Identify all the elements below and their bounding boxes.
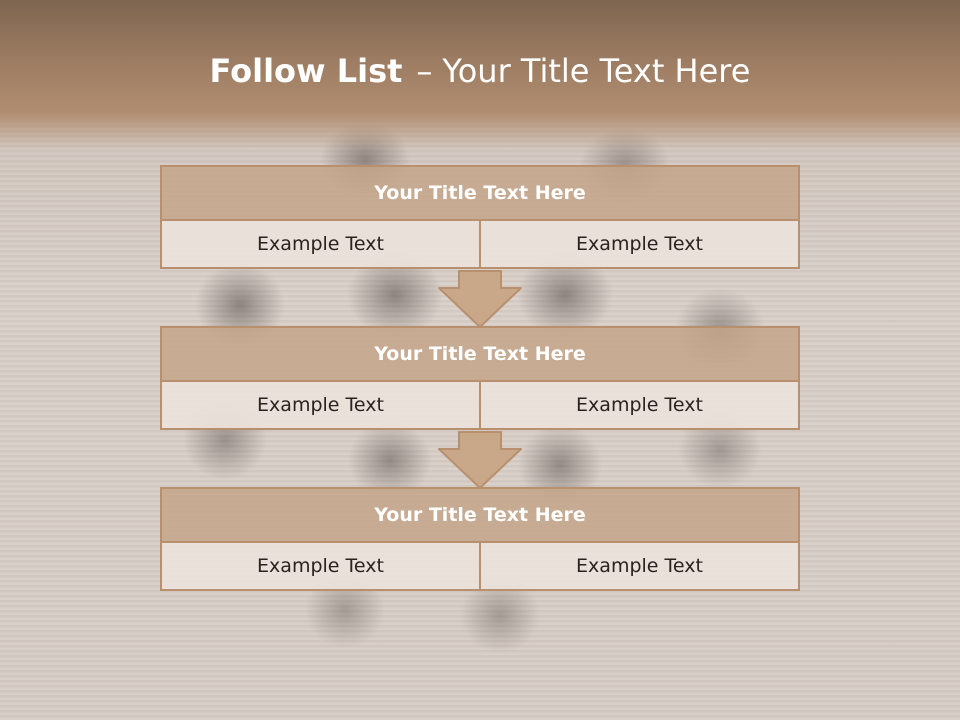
block-title: Your Title Text Here [160,326,800,382]
slide-title-bold: Follow List [209,52,403,90]
block-row: Example Text Example Text [160,543,800,591]
list-block-3: Your Title Text Here Example Text Exampl… [160,487,800,591]
block-cell-right: Example Text [479,382,798,428]
block-cell-left: Example Text [257,233,384,255]
list-block-2: Your Title Text Here Example Text Exampl… [160,326,800,430]
header-band [0,0,960,150]
block-title: Your Title Text Here [160,165,800,221]
down-arrow-icon [438,270,522,328]
block-cell-right: Example Text [479,221,798,267]
block-title: Your Title Text Here [160,487,800,543]
block-row: Example Text Example Text [160,221,800,269]
block-cell-left: Example Text [257,394,384,416]
block-cell-right: Example Text [479,543,798,589]
slide-title-dash: – [416,52,433,90]
block-cell-left: Example Text [257,555,384,577]
down-arrow-icon [438,431,522,489]
slide-title: Follow List–Your Title Text Here [0,52,960,90]
block-row: Example Text Example Text [160,382,800,430]
slide-title-rest: Your Title Text Here [442,52,751,90]
list-block-1: Your Title Text Here Example Text Exampl… [160,165,800,269]
